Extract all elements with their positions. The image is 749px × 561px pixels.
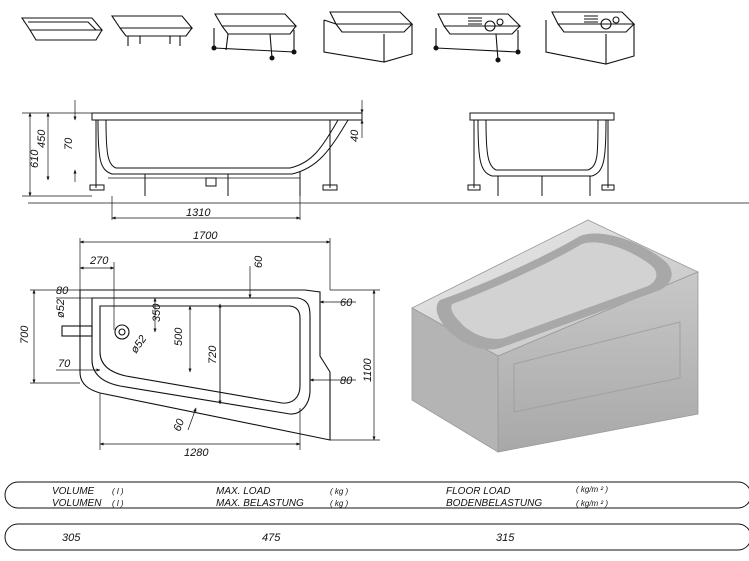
spec-labels-row [4,481,749,509]
volume-value: 305 [62,532,81,544]
dim-270: 270 [89,255,109,267]
plan-view-dimensions [30,238,380,450]
dim-350: 350 [151,303,163,322]
bath-with-legs-icon [110,15,194,46]
bath-only-icon [20,17,104,41]
dim-610: 610 [29,149,41,168]
bath-with-panel-icon [323,11,414,63]
dim-1700: 1700 [193,230,218,242]
side-view-drawing [28,112,749,204]
dim-80-right: 80 [340,375,353,387]
floor-load-value: 315 [496,532,515,544]
volume-unit: ( l ) [112,487,124,496]
dim-70-side: 70 [63,137,75,150]
spec-values-row [4,523,749,551]
volumen-unit: ( l ) [112,499,124,508]
end-view-drawing [467,112,615,196]
dim-450: 450 [36,129,48,148]
dim-60-right: 60 [340,297,353,309]
dim-500: 500 [173,327,185,346]
dim-60-bottom: 60 [172,417,188,433]
max-belastung-label: MAX. BELASTUNG [216,498,304,509]
bath-with-frame-icon [211,13,298,61]
dim-1100: 1100 [362,357,374,382]
dim-700: 700 [19,325,31,344]
plan-view-drawing [61,289,331,441]
floor-load-unit: ( kg/m ² ) [576,485,608,494]
spec-table [4,481,749,551]
side-view-dimensions [22,100,364,220]
bodenbelastung-label: BODENBELASTUNG [446,498,542,509]
bodenbelastung-unit: ( kg/m ² ) [576,499,608,508]
volumen-label: VOLUMEN [52,498,102,509]
bath-with-frame-hydromassage-icon [433,13,522,63]
dim-70-plan: 70 [58,358,71,370]
volume-label: VOLUME [52,486,95,497]
dim-40: 40 [349,129,361,142]
belastung-unit: ( kg ) [330,499,349,508]
max-load-label: MAX. LOAD [216,486,270,497]
load-unit: ( kg ) [330,487,349,496]
dim-60-top: 60 [253,255,265,268]
max-load-value: 475 [262,532,281,544]
floor-load-label: FLOOR LOAD [446,486,510,497]
dim-o52-left: ø52 [55,299,67,318]
dim-720: 720 [207,345,219,364]
dim-1280: 1280 [184,447,209,459]
dim-o52-drain: ø52 [129,333,150,355]
dim-1310: 1310 [186,207,211,219]
bath-with-panel-hydromassage-icon [545,11,636,65]
bath-3d-render [411,219,699,453]
dim-80-left: 80 [56,285,69,297]
